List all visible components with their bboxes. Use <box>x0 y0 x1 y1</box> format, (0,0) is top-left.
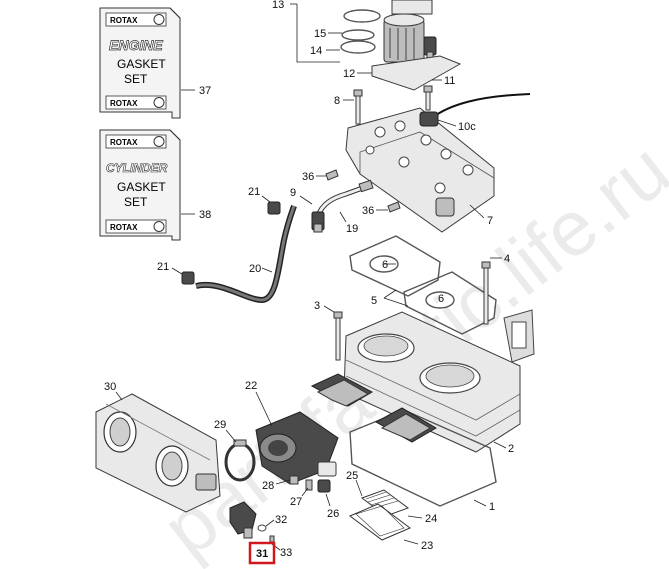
callout-5[interactable]: 5 <box>371 295 377 307</box>
cylinder-kit-brand-top: ROTAX <box>110 138 138 147</box>
part-27[interactable]: 27 <box>290 479 313 508</box>
callout-8[interactable]: 8 <box>334 95 340 107</box>
gasket-12[interactable] <box>371 55 462 91</box>
callout-9[interactable]: 9 <box>290 187 296 199</box>
callout-24[interactable]: 24 <box>425 513 437 525</box>
throttle-position-sensor-31[interactable] <box>229 501 257 539</box>
callout-1[interactable]: 1 <box>489 501 495 513</box>
gasket-23[interactable]: 23 <box>349 503 433 552</box>
hose-clamp-21-top[interactable]: 21 <box>248 186 281 215</box>
callout-21-top[interactable]: 21 <box>248 186 260 198</box>
engine-gasket-set-kit[interactable]: ROTAX ENGINE GASKET SET ROTAX 37 <box>99 7 211 119</box>
highlighted-callout-31[interactable]: 31 <box>248 541 276 565</box>
oil-filter-group: 13 15 14 12 <box>272 0 462 91</box>
callout-29[interactable]: 29 <box>214 419 226 431</box>
callout-19[interactable]: 19 <box>346 223 358 235</box>
callout-25[interactable]: 25 <box>346 470 358 482</box>
callout-22[interactable]: 22 <box>245 380 257 392</box>
callout-26[interactable]: 26 <box>327 508 339 520</box>
highlight-box <box>248 541 276 565</box>
callout-3[interactable]: 3 <box>314 300 320 312</box>
o-ring-32[interactable]: 32 <box>257 514 287 532</box>
connector-9[interactable]: 9 <box>290 187 325 233</box>
callout-4[interactable]: 4 <box>504 253 510 265</box>
callout-36-top[interactable]: 36 <box>302 171 314 183</box>
bolt-8[interactable]: 8 <box>334 89 363 125</box>
rotax-logo-icon <box>153 136 165 147</box>
bolt-11[interactable]: 11 <box>423 75 455 111</box>
bolt-3[interactable]: 3 <box>314 300 343 361</box>
rotax-logo-icon <box>153 97 165 108</box>
hose-20[interactable]: 20 <box>195 205 297 304</box>
callout-10c[interactable]: 10c <box>458 121 476 133</box>
o-ring-14[interactable] <box>340 40 376 54</box>
callout-6-left[interactable]: 6 <box>382 259 388 271</box>
engine-kit-line2: SET <box>124 72 148 86</box>
screw-36-bottom[interactable]: 36 <box>362 201 401 217</box>
callout-13[interactable]: 13 <box>272 0 284 11</box>
callout-6-right[interactable]: 6 <box>438 293 444 305</box>
cylinder-head-cover[interactable]: 7 <box>345 107 495 233</box>
reed-valve-blocks[interactable] <box>310 373 437 443</box>
callout-20[interactable]: 20 <box>249 263 261 275</box>
o-ring-15[interactable] <box>343 9 381 23</box>
callout-15[interactable]: 15 <box>314 28 326 40</box>
cylinder-kit-line1: GASKET <box>117 180 166 194</box>
callout-12[interactable]: 12 <box>343 68 355 80</box>
callout-30[interactable]: 30 <box>104 381 116 393</box>
cylinder-gasket-set-kit[interactable]: ROTAX CYLINDER GASKET SET ROTAX 38 <box>99 129 211 241</box>
stud-4[interactable]: 4 <box>481 253 510 325</box>
hose-clamp-21-bottom[interactable]: 21 <box>157 261 195 285</box>
part-26[interactable]: 26 <box>317 479 339 520</box>
throttle-body[interactable]: 30 <box>95 381 221 513</box>
part-28[interactable]: 28 <box>262 475 299 492</box>
callout-28[interactable]: 28 <box>262 480 274 492</box>
engine-kit-title: ENGINE <box>109 37 163 53</box>
callout-32[interactable]: 32 <box>275 514 287 526</box>
engine-kit-brand-bottom: ROTAX <box>110 99 138 108</box>
callout-7[interactable]: 7 <box>487 215 493 227</box>
callout-33[interactable]: 33 <box>280 547 292 559</box>
cylinder-block[interactable]: 2 <box>343 309 535 455</box>
callout-23[interactable]: 23 <box>421 540 433 552</box>
head-gasket-5[interactable]: 5 6 6 <box>349 235 497 335</box>
callout-36-bottom[interactable]: 36 <box>362 205 374 217</box>
rotax-logo-icon <box>153 14 165 25</box>
callout-31[interactable]: 31 <box>256 548 268 560</box>
hose-clamp-29[interactable]: 29 <box>214 419 256 482</box>
rotax-logo-icon <box>153 221 165 232</box>
callout-27[interactable]: 27 <box>290 496 302 508</box>
callout-11[interactable]: 11 <box>444 75 455 87</box>
cylinder-kit-line2: SET <box>124 195 148 209</box>
cylinder-kit-brand-bottom: ROTAX <box>110 223 138 232</box>
engine-kit-brand-top: ROTAX <box>110 16 138 25</box>
screw-36-top[interactable]: 36 <box>302 169 339 183</box>
intake-manifold[interactable]: 22 <box>245 380 339 485</box>
engine-kit-line1: GASKET <box>117 57 166 71</box>
callout-2[interactable]: 2 <box>508 443 514 455</box>
callout-21-bottom[interactable]: 21 <box>157 261 169 273</box>
callout-38[interactable]: 38 <box>199 209 211 221</box>
cylinder-kit-title: CYLINDER <box>106 161 168 175</box>
callout-37[interactable]: 37 <box>199 85 211 97</box>
callout-14[interactable]: 14 <box>310 45 322 57</box>
temperature-sensor-10c[interactable]: 10c <box>419 93 531 133</box>
